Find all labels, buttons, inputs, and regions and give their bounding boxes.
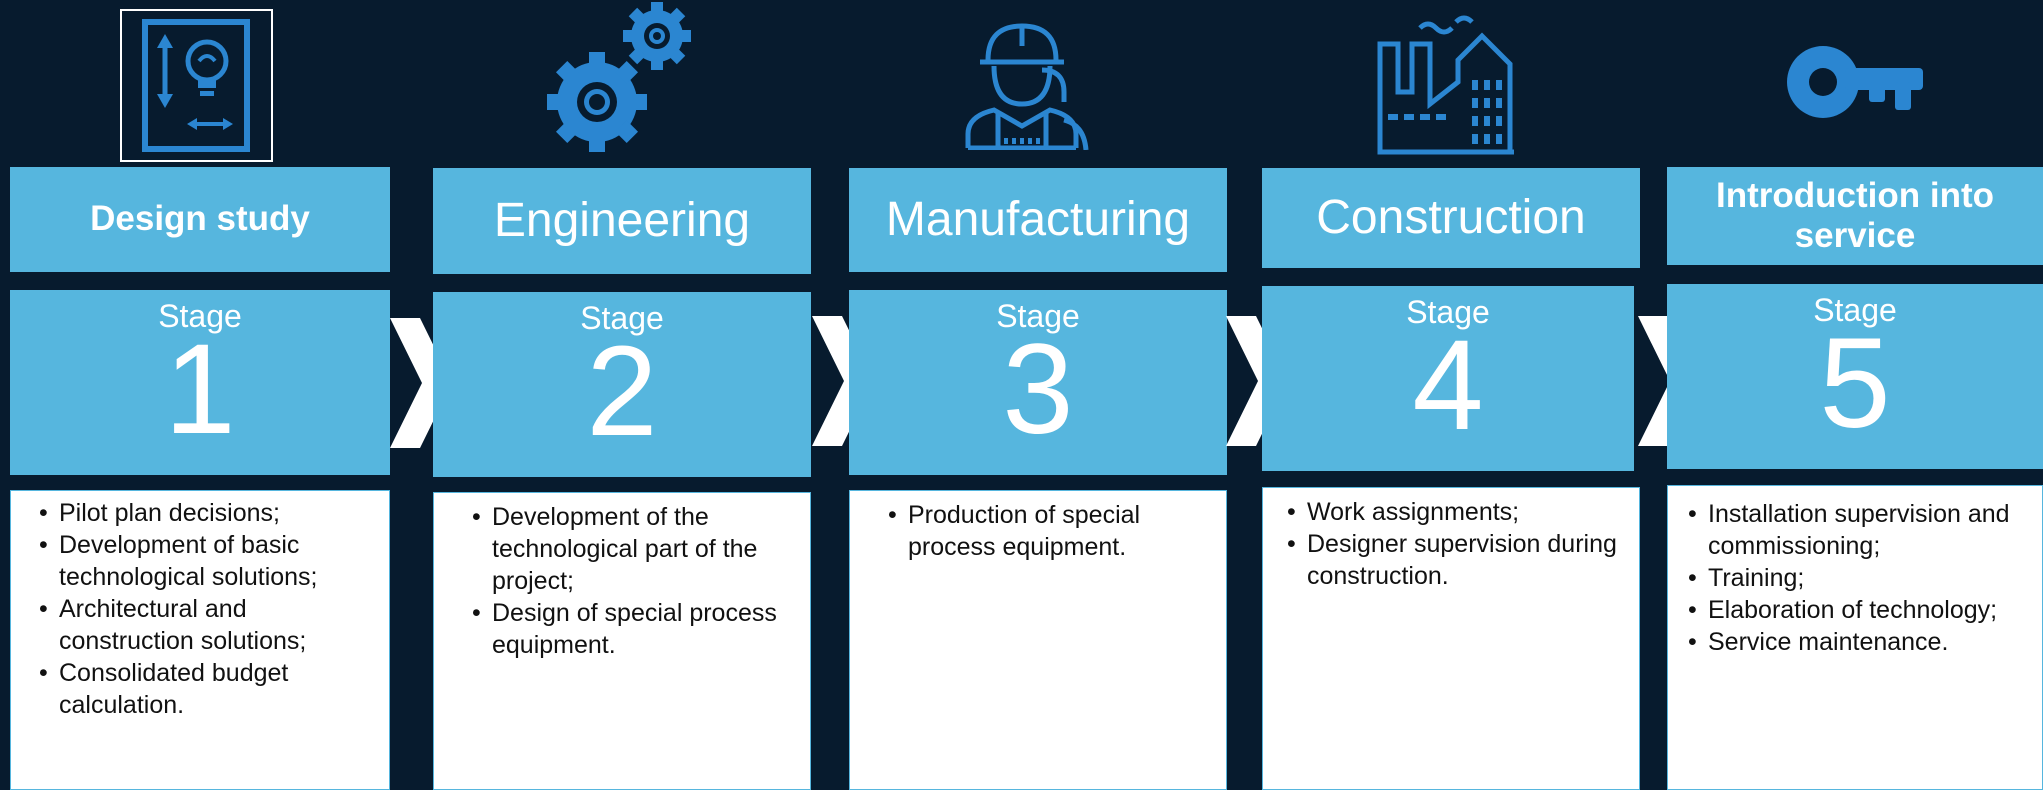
- list-item: Service maintenance.: [1688, 626, 2036, 658]
- stage-label: Stage: [1813, 292, 1897, 328]
- stage-title: Engineering: [433, 168, 811, 274]
- list-item: Consolidated budget calculation.: [39, 657, 375, 721]
- stage-badge: Stage 4: [1262, 286, 1634, 471]
- stage-column-3: Manufacturing Stage 3 Production of spec…: [849, 0, 1227, 790]
- stage-column-2: Engineering Stage 2 Development of the t…: [433, 0, 811, 790]
- stage-label: Stage: [580, 300, 664, 336]
- stage-label: Stage: [158, 298, 242, 334]
- workers-icon: [965, 23, 1089, 150]
- stage-number: 2: [586, 320, 658, 463]
- stage-number: 1: [164, 318, 236, 461]
- stage-column-1: Design study Stage 1 Pilot plan decision…: [10, 0, 390, 790]
- list-item: Designer supervision during construction…: [1287, 528, 1625, 592]
- stage-badge: Stage 5: [1667, 284, 2043, 469]
- list-item: Training;: [1688, 562, 2036, 594]
- list-item: Work assignments;: [1287, 496, 1625, 528]
- gears-icon: [547, 2, 691, 152]
- list-item: Design of special process equipment.: [472, 597, 796, 661]
- list-item: Development of basic technological solut…: [39, 529, 375, 593]
- stage-title: Manufacturing: [849, 168, 1227, 272]
- stage-description: Pilot plan decisions; Development of bas…: [10, 490, 390, 790]
- stage-badge: Stage 2: [433, 292, 811, 477]
- stage-title: Design study: [10, 167, 390, 272]
- stage-badge: Stage 1: [10, 290, 390, 475]
- stage-number: 3: [1002, 318, 1074, 461]
- stage-column-5: Introduction into service Stage 5 Instal…: [1667, 0, 2043, 790]
- list-item: Development of the technological part of…: [472, 501, 796, 597]
- stage-label: Stage: [1406, 294, 1490, 330]
- stage-label: Stage: [996, 298, 1080, 334]
- stage-description: Installation supervision and commissioni…: [1667, 485, 2043, 790]
- selection-frame: [120, 9, 273, 162]
- stage-number: 4: [1412, 314, 1484, 457]
- stage-description: Development of the technological part of…: [433, 492, 811, 790]
- list-item: Elaboration of technology;: [1688, 594, 2036, 626]
- stage-description: Work assignments; Designer supervision d…: [1262, 487, 1640, 790]
- stage-title: Introduction into service: [1667, 167, 2043, 265]
- key-icon: [1787, 46, 1923, 118]
- stage-number: 5: [1819, 312, 1891, 455]
- list-item: Installation supervision and commissioni…: [1688, 498, 2036, 562]
- stage-column-4: Construction Stage 4 Work assignments; D…: [1262, 0, 1640, 790]
- stage-badge: Stage 3: [849, 290, 1227, 475]
- design-blueprint-icon: [142, 19, 250, 152]
- factory-icon: [1377, 15, 1514, 155]
- list-item: Pilot plan decisions;: [39, 497, 375, 529]
- stage-description: Production of special process equipment.: [849, 490, 1227, 790]
- list-item: Production of special process equipment.: [888, 499, 1212, 563]
- list-item: Architectural and construction solutions…: [39, 593, 375, 657]
- stage-title: Construction: [1262, 168, 1640, 268]
